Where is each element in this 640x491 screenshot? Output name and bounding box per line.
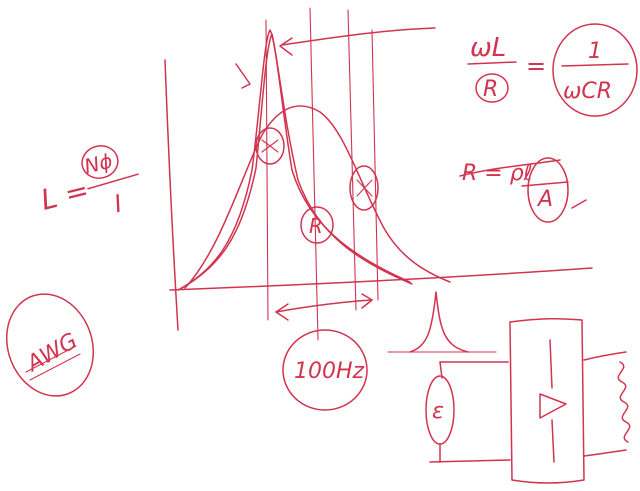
- peak-arrows: [235, 27, 436, 89]
- source-stem-top: [439, 361, 443, 379]
- bandwidth-label: 100Hz: [294, 359, 365, 384]
- bandwidth-arrow-line: [275, 299, 373, 313]
- awg-label: AWG: [21, 328, 82, 377]
- peak-marker-label: R: [309, 214, 323, 238]
- vertical-guides: [265, 7, 379, 341]
- resistance-scribble: [459, 159, 561, 177]
- inductance-numerator: Nϕ: [82, 148, 115, 178]
- q-right-numerator: 1: [588, 39, 602, 64]
- sharp-resonance-curve-retrace: [181, 33, 413, 289]
- q-right-denominator: ωCR: [563, 79, 612, 104]
- resistance-denominator: A: [536, 187, 553, 212]
- peak-pointer-line: [281, 27, 436, 46]
- inductance-lhs: L =: [38, 173, 93, 217]
- q-equals: =: [526, 52, 546, 80]
- guide-line-2: [309, 7, 319, 341]
- bandwidth-indicator: 100Hz: [275, 293, 373, 411]
- peak-pointer-head: [279, 37, 293, 56]
- q-right-fraction-bar: [561, 63, 629, 67]
- circuit-wire-bottom: [429, 459, 511, 463]
- half-power-point-left: [255, 127, 285, 165]
- awg-underline-2: [29, 353, 81, 381]
- guide-line-1: [265, 19, 269, 321]
- resistance-denominator-circle: [527, 157, 569, 223]
- awg-underline-1: [25, 345, 77, 373]
- circuit-sketch: ε: [425, 317, 631, 484]
- q-formula: ωL R = 1 ωCR: [467, 23, 638, 117]
- q-left-denominator-circle: [475, 73, 509, 103]
- half-power-cross-left: [261, 139, 279, 153]
- amplifier-line-bottom: [551, 419, 555, 463]
- bandwidth-label-circle: [282, 329, 368, 411]
- guide-line-4: [371, 29, 379, 301]
- amplifier-output-wire-bottom: [583, 449, 627, 457]
- q-left-fraction-bar: [467, 61, 517, 65]
- inductance-formula: L = Nϕ I: [38, 145, 139, 218]
- resistance-fraction-bar: [521, 181, 569, 187]
- x-axis: [169, 267, 593, 291]
- axes: [164, 59, 593, 331]
- y-axis: [164, 59, 179, 331]
- output-coil: [617, 361, 631, 443]
- peak-marker-circle: [300, 206, 334, 244]
- q-left-numerator: ωL: [470, 33, 506, 63]
- bandwidth-arrow-right-head: [361, 293, 373, 309]
- resonance-curves: [177, 29, 451, 291]
- inductance-numerator-circle: [81, 145, 119, 179]
- awg-annotation: AWG: [5, 293, 95, 397]
- inductance-denominator: I: [111, 189, 125, 218]
- q-right-circle: [552, 23, 638, 117]
- broad-resonance-curve: [184, 105, 451, 289]
- pulse-curve: [409, 291, 469, 353]
- left-tick-arrow: [235, 63, 251, 89]
- half-power-point-right: [349, 165, 379, 211]
- source-symbol: ε: [432, 399, 444, 424]
- inductance-fraction-bar: [87, 173, 139, 190]
- resistance-formula: R = ρℓ A: [459, 157, 587, 223]
- circled-points: R: [255, 127, 379, 244]
- bandwidth-arrow-left-head: [275, 303, 289, 321]
- amplifier-box: [509, 317, 585, 484]
- amplifier-line-top: [549, 339, 553, 389]
- q-left-denominator: R: [483, 77, 498, 102]
- resistance-tick: [571, 199, 587, 209]
- amplifier-triangle: [539, 393, 567, 419]
- pulse-sketch: [387, 291, 497, 353]
- amplifier-output-wire-top: [583, 351, 627, 361]
- awg-circle: [5, 293, 95, 397]
- half-power-cross-right: [356, 179, 373, 197]
